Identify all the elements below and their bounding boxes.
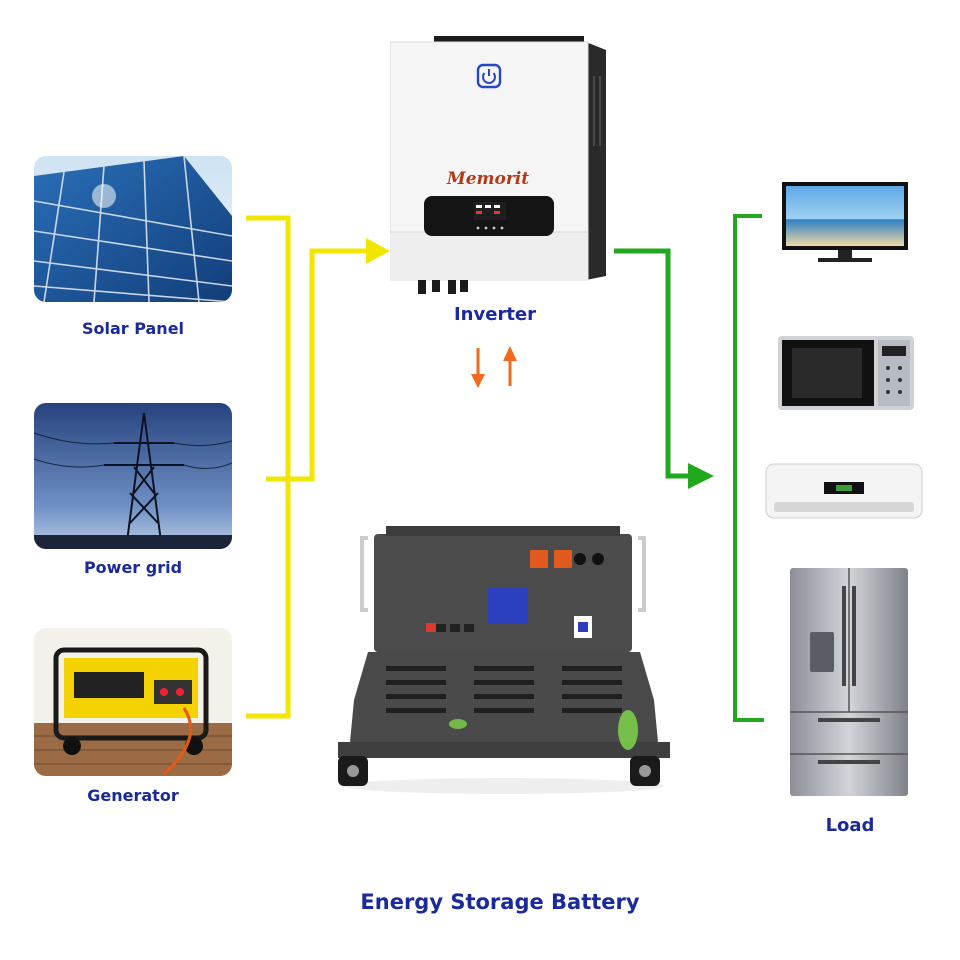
- battery-label: Energy Storage Battery: [360, 890, 640, 914]
- refrigerator-image: [788, 566, 910, 800]
- solar-panel-image: [34, 156, 232, 302]
- load-bus: [733, 214, 764, 722]
- inverter-input-arrow: [366, 238, 390, 264]
- microwave-image: [776, 334, 916, 414]
- solar-panel-label: Solar Panel: [81, 319, 185, 338]
- inverter-device: Memorit: [389, 36, 608, 298]
- load-label: Load: [825, 815, 875, 836]
- generator-image: [34, 628, 232, 776]
- generator-label: Generator: [87, 786, 179, 805]
- output-wire: [614, 248, 690, 479]
- charge-discharge-arrows: [471, 346, 517, 388]
- tv-image: [780, 180, 910, 266]
- solar-wire: [246, 215, 291, 719]
- power-grid-label: Power grid: [83, 558, 183, 577]
- energy-storage-battery: [328, 524, 680, 796]
- air-conditioner-image: [764, 462, 924, 522]
- inverter-brand-logo: Memorit: [446, 169, 530, 189]
- load-arrow: [688, 463, 714, 489]
- power-grid-image: [34, 403, 232, 549]
- grid-wire: [266, 248, 368, 482]
- inverter-label: Inverter: [453, 304, 537, 325]
